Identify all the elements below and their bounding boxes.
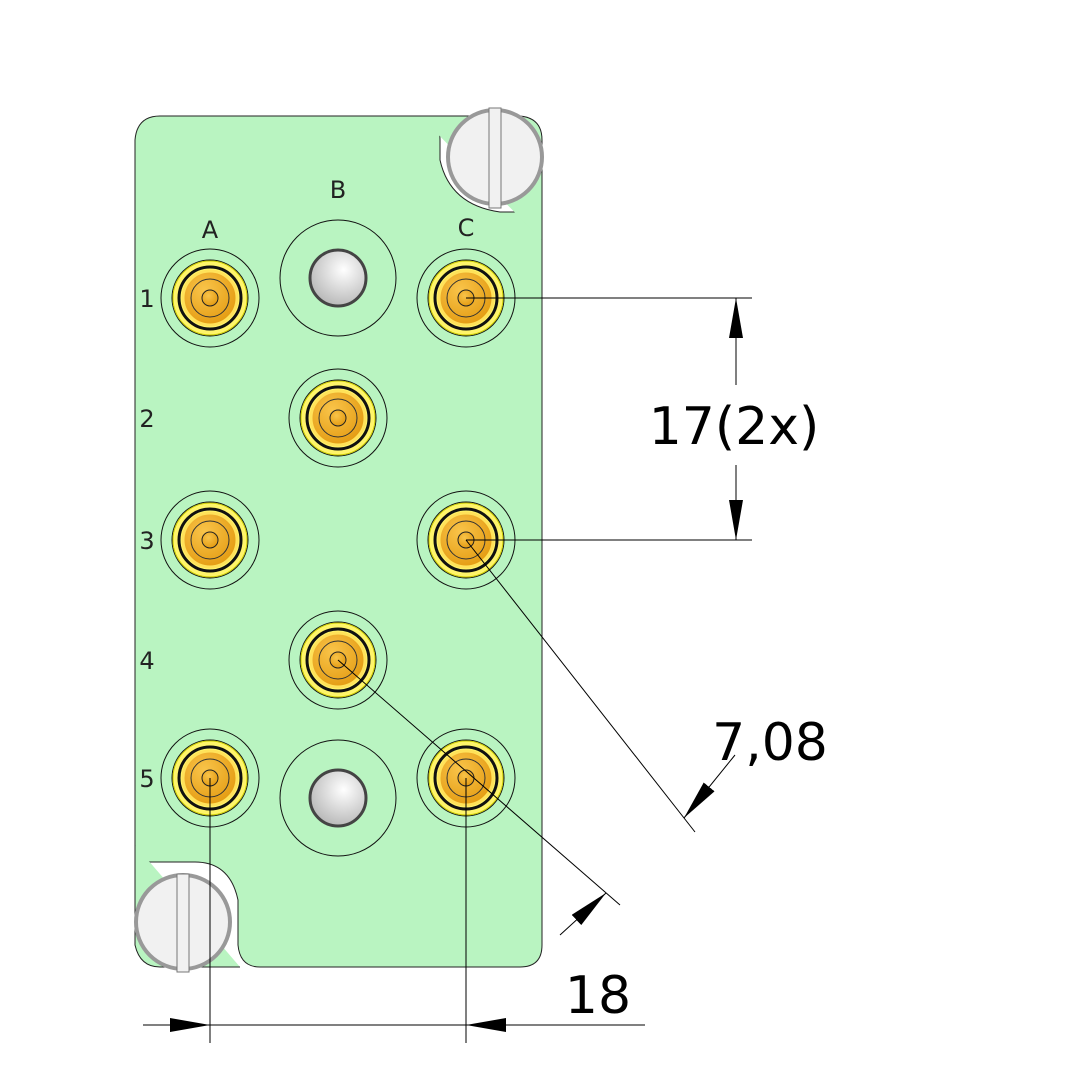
row-label-5: 5 [139, 765, 154, 793]
contact-b2 [288, 368, 388, 468]
column-label-c: C [458, 214, 475, 242]
row-label-3: 3 [139, 527, 154, 555]
guide-pin-b1 [279, 219, 397, 337]
column-label-b: B [330, 176, 346, 204]
dimension-column-span-label: 18 [565, 966, 631, 1026]
row-label-2: 2 [139, 405, 154, 433]
dimension-column-span: 18 [143, 778, 645, 1043]
dimension-row-pitch: 17(2x) [466, 297, 820, 541]
guide-pin-b5 [279, 739, 397, 857]
screw-top-right [446, 107, 544, 209]
screw-bottom-left [134, 873, 232, 973]
dimension-diagonal: 7,08 [337, 539, 828, 936]
column-label-a: A [202, 216, 219, 244]
contact-a3 [160, 490, 260, 590]
dimension-diagonal-label: 7,08 [712, 713, 828, 773]
dimension-row-pitch-label: 17(2x) [649, 397, 820, 457]
row-label-4: 4 [139, 647, 154, 675]
row-label-1: 1 [139, 285, 154, 313]
contact-a1 [160, 248, 260, 348]
